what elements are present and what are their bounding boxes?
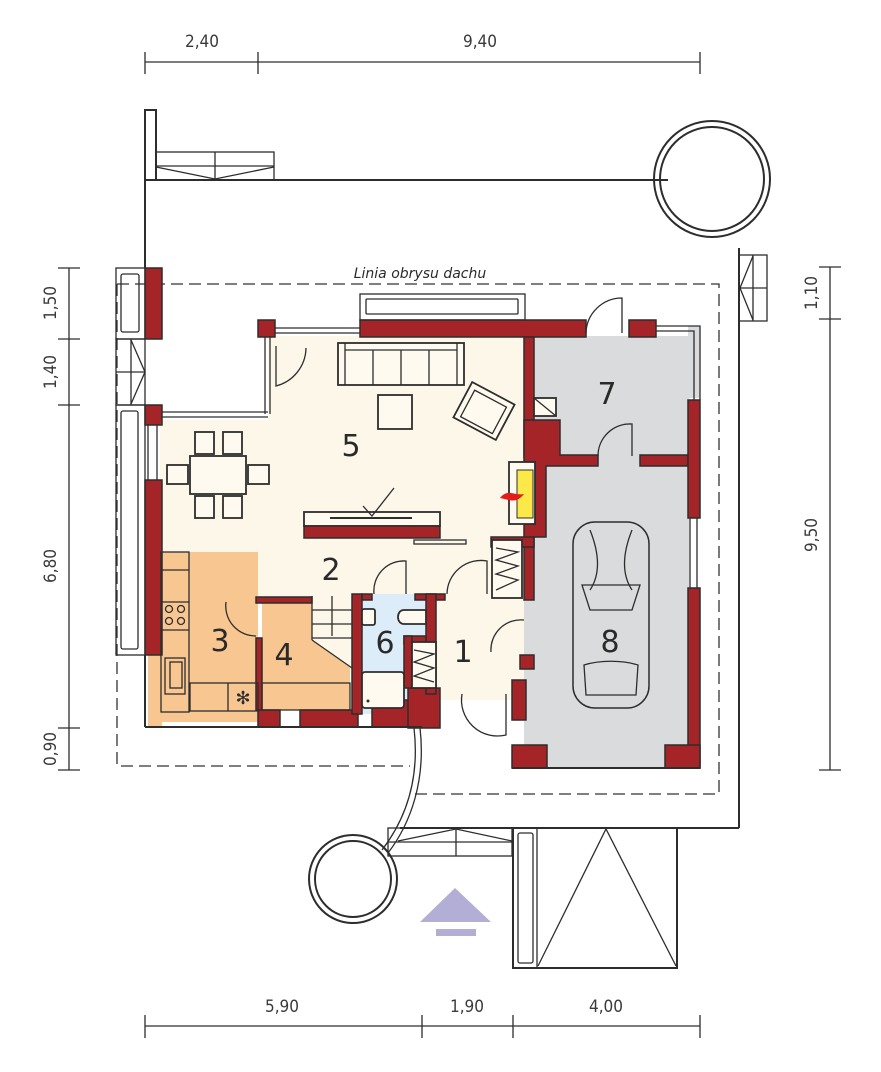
- wardrobe-bath: [411, 641, 437, 689]
- dim-top-2: 9,40: [463, 32, 497, 52]
- left-windows: [115, 267, 146, 656]
- dimension-right: 1,10 9,50: [802, 266, 841, 771]
- dim-left-2: 1,40: [41, 355, 61, 389]
- room-labels: 1 2 3 4 5 6 7 8: [210, 377, 619, 673]
- dim-top-1: 2,40: [185, 32, 219, 52]
- room-1-label: 1: [453, 635, 472, 670]
- dimension-top: 2,40 9,40: [144, 32, 701, 74]
- doors: [225, 297, 633, 737]
- dim-right-1: 1,10: [802, 276, 822, 310]
- round-planter-top-right: [653, 120, 771, 238]
- dim-bottom-3: 4,00: [589, 997, 623, 1017]
- bathroom-fixtures: [361, 608, 427, 709]
- dim-bottom-2: 1,90: [450, 997, 484, 1017]
- round-planter-bottom: [308, 727, 422, 924]
- dining-table: [166, 431, 270, 519]
- tv-cabinet: [303, 487, 467, 545]
- wardrobe-hall: [491, 539, 523, 599]
- coffee-table: [377, 394, 413, 430]
- kitchen-counter: ✻: [160, 551, 351, 713]
- fridge-snowflake-icon: ✻: [235, 688, 250, 708]
- roof-outline-label: Linia obrysu dachu: [354, 266, 487, 282]
- room-3-label: 3: [210, 624, 229, 659]
- staircase: [311, 596, 353, 669]
- room-8-label: 8: [600, 625, 619, 660]
- fireplace: [500, 461, 536, 525]
- dimension-bottom: 5,90 1,90 4,00: [144, 997, 701, 1038]
- car-icon: [572, 521, 650, 709]
- sofa: [337, 342, 465, 386]
- room-4-label: 4: [274, 638, 293, 673]
- dim-left-4: 0,90: [41, 732, 61, 766]
- room-6-label: 6: [375, 626, 394, 661]
- garage-driveway: [512, 827, 678, 969]
- entrance-arrow-icon: [420, 888, 491, 936]
- dim-right-2: 9,50: [802, 518, 822, 552]
- dim-left-3: 6,80: [41, 549, 61, 583]
- dim-bottom-1: 5,90: [265, 997, 299, 1017]
- dimension-left: 1,50 1,40 6,80 0,90: [41, 267, 80, 771]
- entrance-steps: [387, 827, 513, 857]
- roof-outline: Linia obrysu dachu: [116, 266, 720, 795]
- armchair: [452, 380, 516, 442]
- room-7-label: 7: [597, 377, 616, 412]
- room-5-label: 5: [341, 429, 360, 464]
- room-2-label: 2: [321, 553, 340, 588]
- dim-left-1: 1,50: [41, 286, 61, 320]
